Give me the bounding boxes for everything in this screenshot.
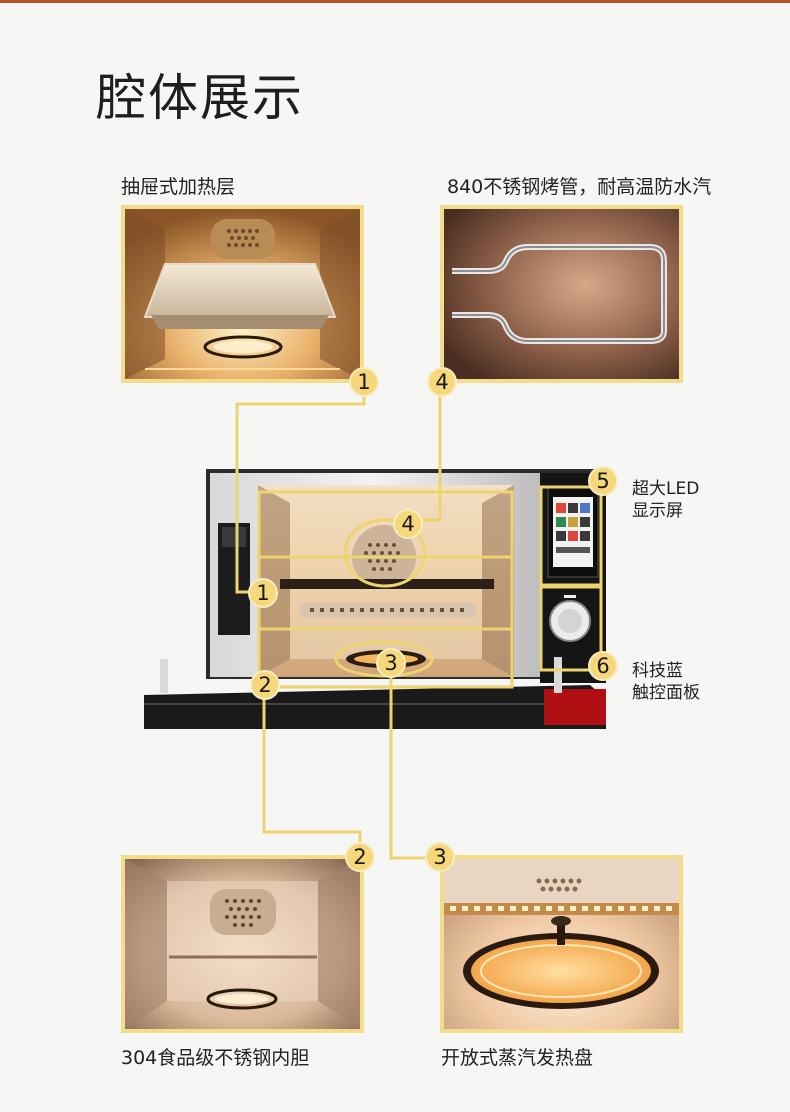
page-title: 腔体展示 xyxy=(96,69,304,127)
callout-badge-4-appliance: 4 xyxy=(393,509,423,539)
steam-plate-photo xyxy=(440,855,683,1033)
touch-panel-label: 科技蓝 触控面板 xyxy=(632,660,700,704)
callout-badge-3-appliance: 3 xyxy=(376,648,406,678)
callout-badge-1-appliance: 1 xyxy=(248,578,278,608)
callout-badge-5: 5 xyxy=(588,466,618,496)
touch-panel-label-line2: 触控面板 xyxy=(632,683,700,703)
callout-badge-6: 6 xyxy=(588,651,618,681)
caption-inner-liner: 304食品级不锈钢内胆 xyxy=(121,1047,310,1069)
drawer-heating-layer-photo xyxy=(121,205,364,383)
callout-badge-2: 2 xyxy=(345,842,375,872)
caption-heating-tube: 840不锈钢烤管，耐高温防水汽 xyxy=(447,176,712,198)
touch-panel-label-line1: 科技蓝 xyxy=(632,661,683,681)
inner-liner-photo xyxy=(121,855,364,1033)
steam-oven-appliance xyxy=(140,463,616,735)
caption-drawer-heating-layer: 抽屉式加热层 xyxy=(121,176,236,198)
callout-badge-4: 4 xyxy=(427,367,457,397)
led-display-label: 超大LED 显示屏 xyxy=(632,478,699,522)
heating-tube-photo xyxy=(440,205,683,383)
callout-badge-3: 3 xyxy=(425,842,455,872)
led-display-label-line2: 显示屏 xyxy=(632,501,683,521)
top-accent-bar xyxy=(0,0,790,3)
led-display-label-line1: 超大LED xyxy=(632,479,700,499)
caption-steam-plate: 开放式蒸汽发热盘 xyxy=(441,1047,594,1069)
callout-badge-2-appliance: 2 xyxy=(250,670,280,700)
callout-badge-1: 1 xyxy=(349,367,379,397)
